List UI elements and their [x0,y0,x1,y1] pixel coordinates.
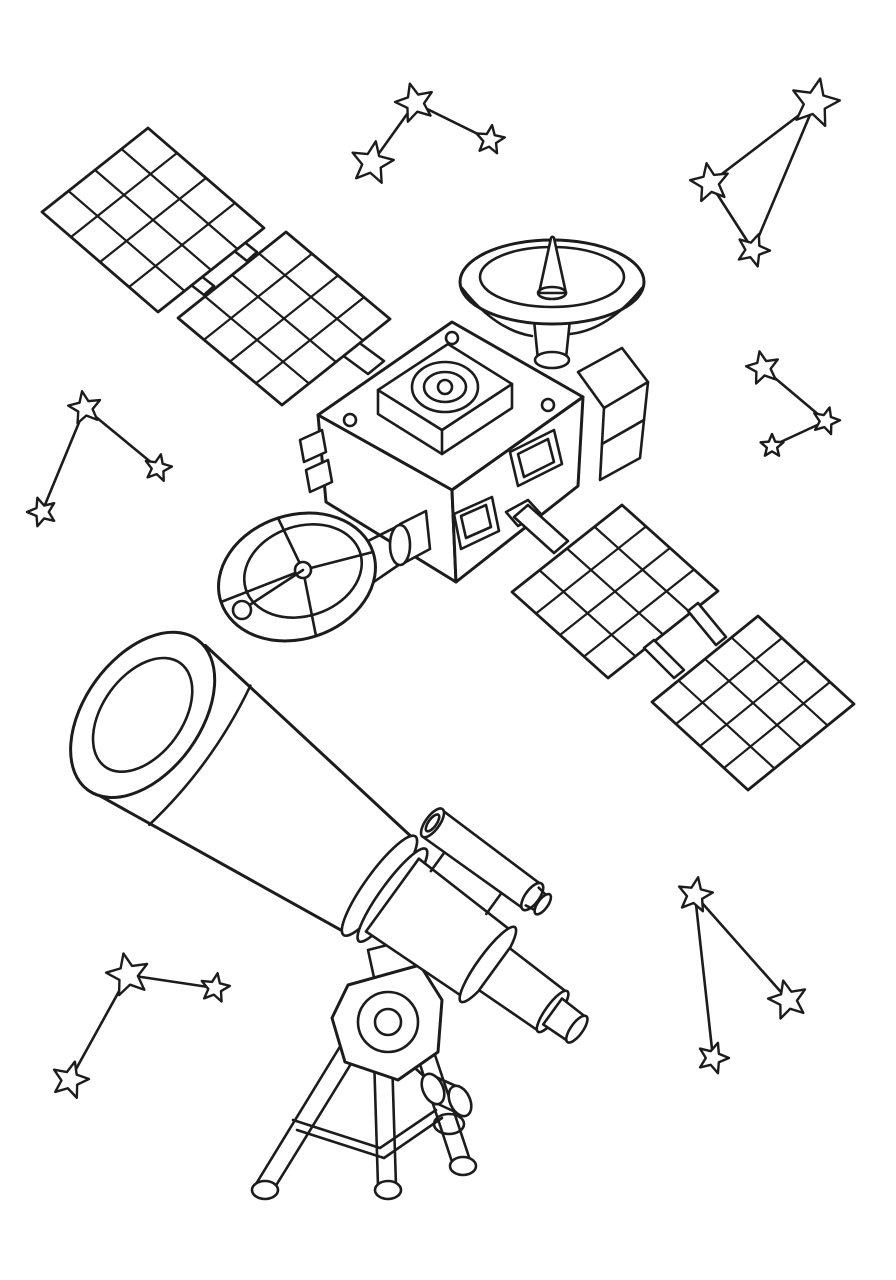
feed-ball [231,599,253,621]
constellation-bottom-left [49,949,232,1099]
constellation-middle-left [24,388,174,527]
objective-rim-outer [69,630,217,799]
dish-neck-base [533,350,571,370]
constellation-lines [40,406,160,514]
vent-panel-inner [459,503,493,540]
telescope-mount [330,936,473,1136]
dish-rim-inner [242,523,364,619]
star-icon [348,138,396,184]
star-icon [103,949,152,997]
feed-cone [537,235,568,295]
star-icon [66,388,103,424]
tripod-foot [373,1179,403,1201]
constellation-middle-right [744,348,843,456]
eyepiece-knob-cap [564,1014,589,1044]
tripod [250,1038,478,1201]
star-icon [788,74,844,128]
star-icon [744,348,782,385]
solar-panel [652,616,854,790]
telescope [69,630,589,1201]
constellation-top-center [348,79,506,184]
constellation-lines [693,893,790,1060]
panel-connector [642,638,686,680]
star-icon [391,79,437,124]
feed-arm [243,568,305,610]
equipment-stack [576,346,650,482]
spreader-bars [291,1108,444,1160]
optical-tube [69,630,589,1044]
star-icon [24,493,60,528]
bolt [444,330,460,346]
equipment-box [598,418,646,482]
main-dish-antenna [458,235,646,370]
panel-connector [686,601,728,647]
feed-cone-base [536,285,568,301]
array-strut [512,503,570,555]
constellation-lines [68,973,217,1082]
objective-lens-inner [91,656,194,774]
star-icon [695,1038,733,1075]
finder-eyering [533,892,553,916]
star-icon [474,123,506,154]
thruster-box [304,458,334,494]
accessory-ring [432,1112,466,1136]
dish-bowl [460,286,644,338]
constellation-bottom-right [676,874,811,1075]
mount-knob-inner [373,1007,403,1037]
star-icon [761,434,784,456]
star-icon [49,1057,93,1100]
accessory-knob-cap [447,1084,473,1118]
thruster-box [298,428,328,464]
bolt [540,397,556,413]
star-icon [733,228,774,268]
solar-array-lower-right [506,500,854,790]
star-icon [688,160,732,202]
finder-objective-inner [424,813,441,833]
vent-panel-inner [516,437,556,479]
camera-lens-center [436,378,454,396]
bolt [342,412,358,428]
constellation-top-right [688,74,844,269]
finder-brackets [429,851,503,916]
satellite [42,128,854,790]
solar-array-upper-left [42,128,390,405]
tripod-foot [250,1179,280,1201]
front-cell-ring [148,684,252,827]
dish-spokes [219,516,375,638]
constellation-lines [370,101,492,165]
parabolic-dish [217,509,432,643]
star-icon [810,404,842,435]
star-icon [143,452,174,482]
dish-coupler-joint [388,523,412,567]
accessory-knob [420,1072,446,1106]
equipment-box [576,346,650,410]
tripod-foot [448,1155,478,1177]
